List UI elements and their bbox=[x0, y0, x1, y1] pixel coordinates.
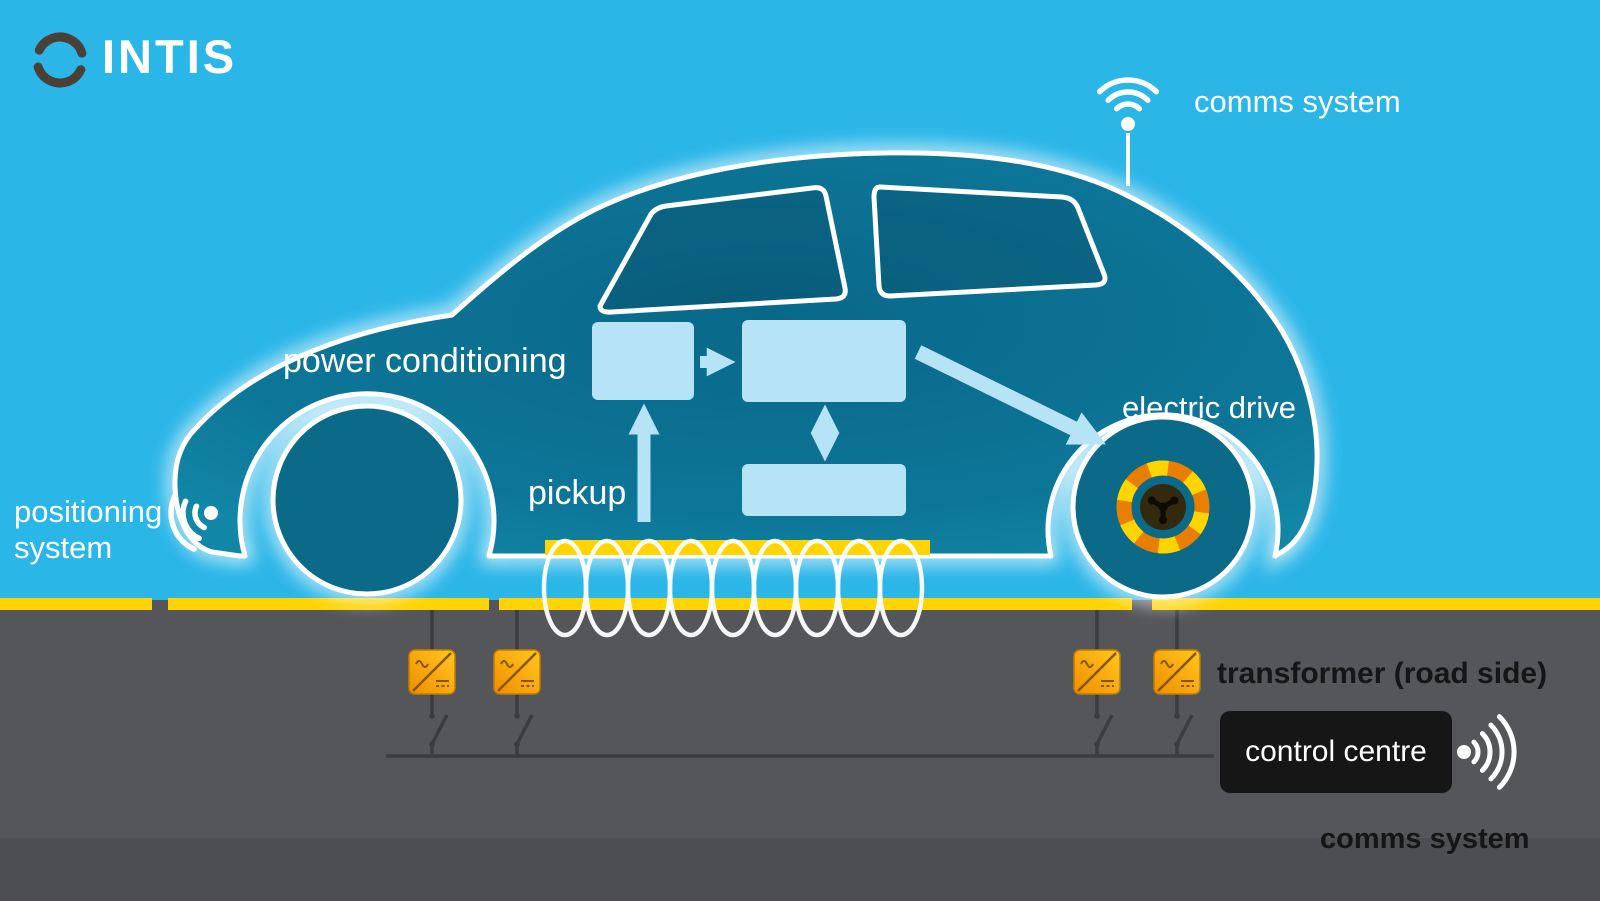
label-comms-system-vehicle: comms system bbox=[1194, 84, 1401, 119]
label-positioning-system: positioning system bbox=[14, 494, 162, 565]
brand-name: INTIS bbox=[102, 30, 238, 83]
power-grid bbox=[386, 608, 1214, 758]
front-window bbox=[597, 185, 848, 315]
label-pickup: pickup bbox=[528, 474, 627, 512]
comms-dot bbox=[1457, 745, 1471, 759]
label-power-conditioning: power conditioning bbox=[283, 342, 567, 380]
intis-swirl-icon bbox=[32, 32, 88, 88]
inductive-coil-icon bbox=[541, 538, 925, 638]
wifi-arcs-icon bbox=[1096, 77, 1160, 112]
control-centre-label: control centre bbox=[1245, 735, 1427, 768]
acdc-converter-icon bbox=[1152, 648, 1202, 696]
label-electric-drive: electric drive bbox=[1122, 390, 1296, 425]
wifi-arcs-icon bbox=[1471, 714, 1517, 790]
acdc-converter-icon bbox=[1072, 648, 1122, 696]
label-comms-system-roadside: comms system bbox=[1320, 823, 1530, 855]
label-positioning-line1: positioning bbox=[14, 494, 163, 529]
acdc-converter-icon bbox=[407, 648, 457, 696]
acdc-converter-icon bbox=[492, 648, 542, 696]
roadside-power-rail bbox=[0, 598, 1600, 610]
sensor-dot bbox=[204, 506, 218, 520]
electric-motor-icon bbox=[1116, 460, 1210, 554]
antenna-dot bbox=[1121, 117, 1135, 131]
control-centre-comms bbox=[1457, 714, 1517, 790]
wifi-arcs-icon bbox=[168, 493, 207, 552]
battery-box bbox=[742, 464, 906, 516]
power-conditioning-box bbox=[742, 320, 906, 402]
power-electronics bbox=[592, 320, 1106, 522]
positioning-sensor bbox=[168, 493, 218, 552]
label-positioning-line2: system bbox=[14, 529, 113, 565]
rear-window bbox=[871, 184, 1108, 299]
arrow-to-electric-drive bbox=[914, 345, 1106, 445]
vehicle-comms-antenna bbox=[1096, 77, 1160, 186]
front-wheel bbox=[270, 403, 464, 597]
converter-box bbox=[592, 322, 694, 400]
car-windows bbox=[597, 184, 1108, 315]
control-centre-box: control centre bbox=[1220, 711, 1452, 793]
label-transformer-roadside: transformer (road side) bbox=[1217, 657, 1548, 690]
